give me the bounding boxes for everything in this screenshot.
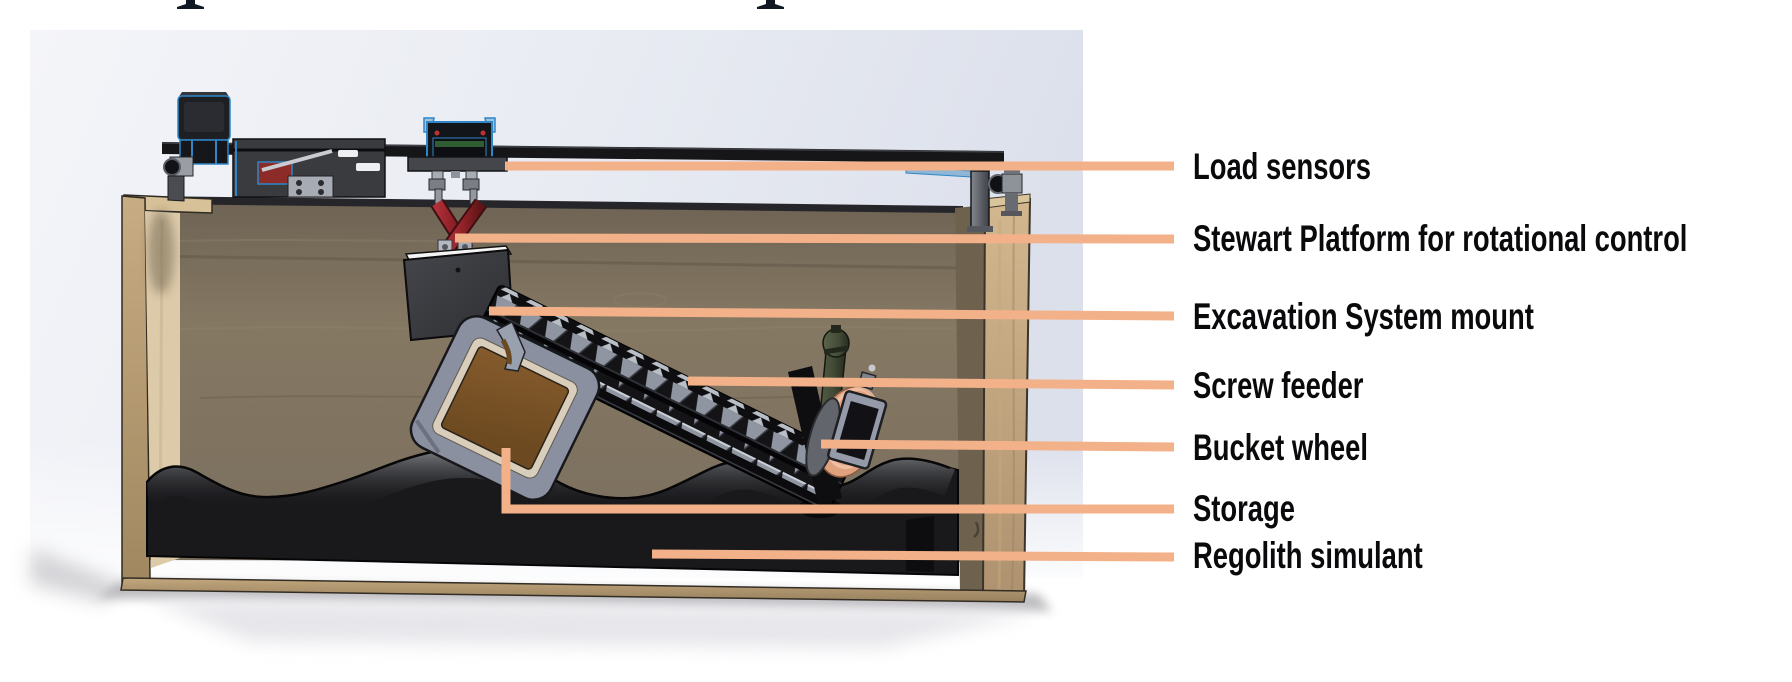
leader-stewart-platform xyxy=(454,233,1175,244)
leader-screw-feeder xyxy=(687,376,1175,390)
title-letter-fragment xyxy=(177,0,204,9)
wall-notch-mark xyxy=(973,521,980,539)
gantry-carriage xyxy=(232,138,386,198)
regolith-step xyxy=(906,516,934,572)
right-camera xyxy=(1001,173,1023,194)
platform-plate xyxy=(407,156,508,172)
cropped-title-fragments xyxy=(177,0,784,9)
stewart-upper-joints xyxy=(428,170,480,205)
leader-storage xyxy=(501,448,1174,514)
load-sensors-assembly xyxy=(407,117,508,172)
gantry-motor-assembly xyxy=(163,92,231,202)
leader-excavation-mount xyxy=(488,306,1175,321)
leader-lines xyxy=(454,161,1175,562)
sandbox-right-wall xyxy=(955,193,1032,601)
sandbox-bottom-edge xyxy=(120,577,1027,603)
storage-panel xyxy=(440,346,570,470)
title-letter-fragment xyxy=(757,0,784,9)
screw-feeder xyxy=(473,285,854,512)
leader-bucket-wheel xyxy=(820,439,1175,452)
sandbox-left-wall xyxy=(121,194,213,586)
leader-regolith xyxy=(651,549,1175,562)
storage-bin xyxy=(409,315,601,501)
